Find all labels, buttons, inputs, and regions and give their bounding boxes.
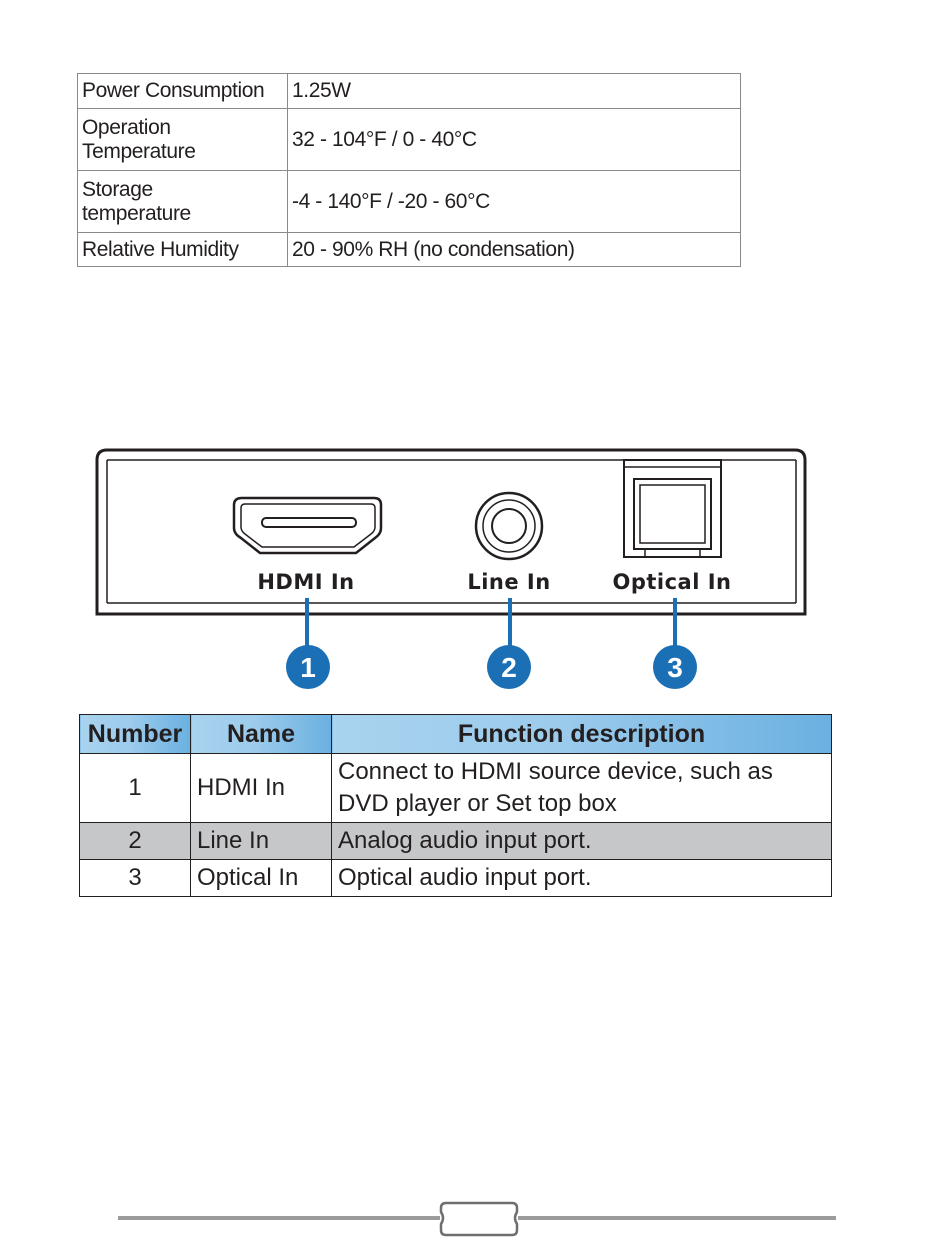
- callout-badge-1: 1: [286, 645, 330, 689]
- spec-row: Operation Temperature 32 - 104°F / 0 - 4…: [77, 108, 741, 171]
- callout-badge-2: 2: [487, 645, 531, 689]
- line-in-label: Line In: [467, 570, 550, 594]
- audio-jack-icon: [474, 491, 544, 561]
- spec-row: Storage temperature -4 - 140°F / -20 - 6…: [77, 170, 741, 233]
- table-row: 3 Optical In Optical audio input port.: [79, 859, 832, 897]
- header-number: Number: [79, 714, 191, 754]
- table-row: 2 Line In Analog audio input port.: [79, 822, 832, 860]
- spec-value: 1.25W: [287, 73, 741, 109]
- header-function-description: Function description: [331, 714, 832, 754]
- spec-row: Power Consumption 1.25W: [77, 73, 741, 109]
- spec-label: Relative Humidity: [77, 232, 288, 267]
- table-row: 1 HDMI In Connect to HDMI source device,…: [79, 753, 832, 823]
- hdmi-in-label: HDMI In: [257, 570, 354, 594]
- specifications-table: Power Consumption 1.25W Operation Temper…: [77, 73, 741, 267]
- row-number: 3: [79, 859, 191, 897]
- device-panel-diagram: HDMI In Line In Optical In 1 2 3: [95, 448, 807, 689]
- spec-value: 20 - 90% RH (no condensation): [287, 232, 741, 267]
- svg-text:2: 2: [501, 652, 517, 683]
- port-function-table: Number Name Function description 1 HDMI …: [79, 714, 832, 897]
- row-number: 1: [79, 753, 191, 823]
- row-description: Connect to HDMI source device, such as D…: [331, 753, 832, 823]
- optical-in-label: Optical In: [612, 570, 731, 594]
- spec-value: 32 - 104°F / 0 - 40°C: [287, 108, 741, 171]
- row-name: Optical In: [190, 859, 332, 897]
- table-header-row: Number Name Function description: [79, 714, 832, 754]
- svg-text:3: 3: [667, 652, 683, 683]
- spec-value: -4 - 140°F / -20 - 60°C: [287, 170, 741, 233]
- callout-badge-3: 3: [653, 645, 697, 689]
- row-name: Line In: [190, 822, 332, 860]
- header-name: Name: [190, 714, 332, 754]
- row-description: Analog audio input port.: [331, 822, 832, 860]
- optical-port-icon: [623, 459, 722, 558]
- spec-row: Relative Humidity 20 - 90% RH (no conden…: [77, 232, 741, 267]
- svg-text:1: 1: [300, 652, 316, 683]
- row-description: Optical audio input port.: [331, 859, 832, 897]
- row-name: HDMI In: [190, 753, 332, 823]
- spec-label: Power Consumption: [77, 73, 288, 109]
- spec-label: Storage temperature: [77, 170, 288, 233]
- row-number: 2: [79, 822, 191, 860]
- page-number-tab: [439, 1201, 519, 1237]
- hdmi-port-icon: [232, 496, 383, 555]
